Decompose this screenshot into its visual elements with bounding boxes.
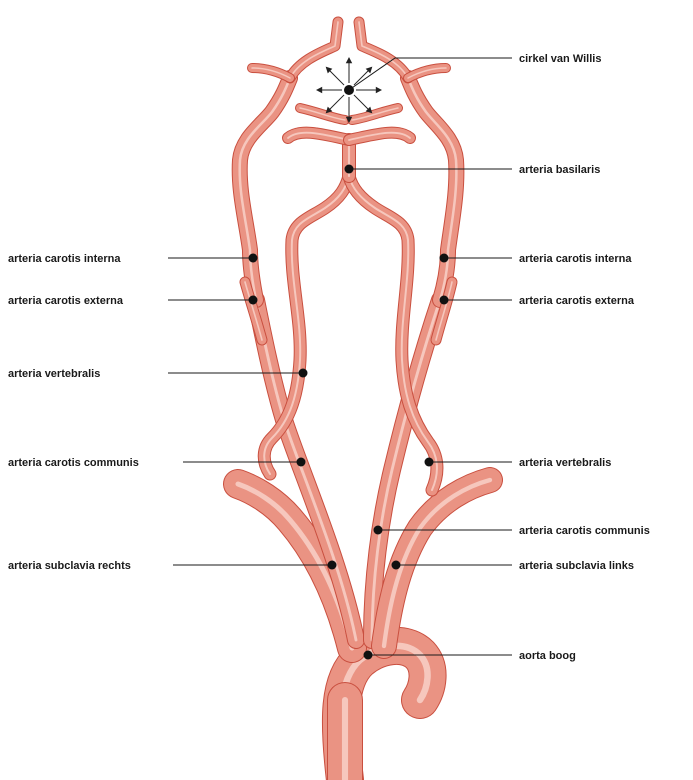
label-subclavia-rechts: arteria subclavia rechts [8,560,131,572]
marker-arteria-basilaris [345,165,513,174]
label-carotis-interna-left: arteria carotis interna [8,253,121,265]
willis-posterior-right-vessel [352,108,398,120]
willis-ring-right-vessel [349,133,410,140]
label-carotis-communis-right: arteria carotis communis [519,525,650,537]
label-arteria-basilaris: arteria basilaris [519,164,600,176]
willis-posterior-left-vessel [300,108,345,120]
marker-carotis-communis-right [374,526,513,535]
vertebralis-left-vessel [264,176,349,474]
willis-ring-left-vessel [288,133,349,140]
label-carotis-externa-right: arteria carotis externa [519,295,635,307]
willis-arrow-shaft [328,69,344,85]
vessel-network [238,22,490,780]
label-subclavia-links: arteria subclavia links [519,560,634,572]
label-carotis-communis-left: arteria carotis communis [8,457,139,469]
willis-arrow-shaft [354,95,370,111]
marker-vertebralis-left [168,369,308,378]
willis-arrow-shaft [328,95,344,111]
label-vertebralis-left: arteria vertebralis [8,368,100,380]
cerebri-media-right-vessel [408,68,446,78]
label-carotis-interna-right: arteria carotis interna [519,253,632,265]
label-vertebralis-right: arteria vertebralis [519,457,611,469]
cerebri-media-left-vessel [252,68,290,78]
marker-carotis-communis-left [183,458,306,467]
carotis-interna-right-vessel [408,78,456,300]
willis-top-right-vessel [359,22,408,78]
carotis-interna-left-vessel [240,78,290,300]
label-aorta-boog: aorta boog [519,650,576,662]
label-carotis-externa-left: arteria carotis externa [8,295,124,307]
label-cirkel-van-willis: cirkel van Willis [519,53,601,65]
